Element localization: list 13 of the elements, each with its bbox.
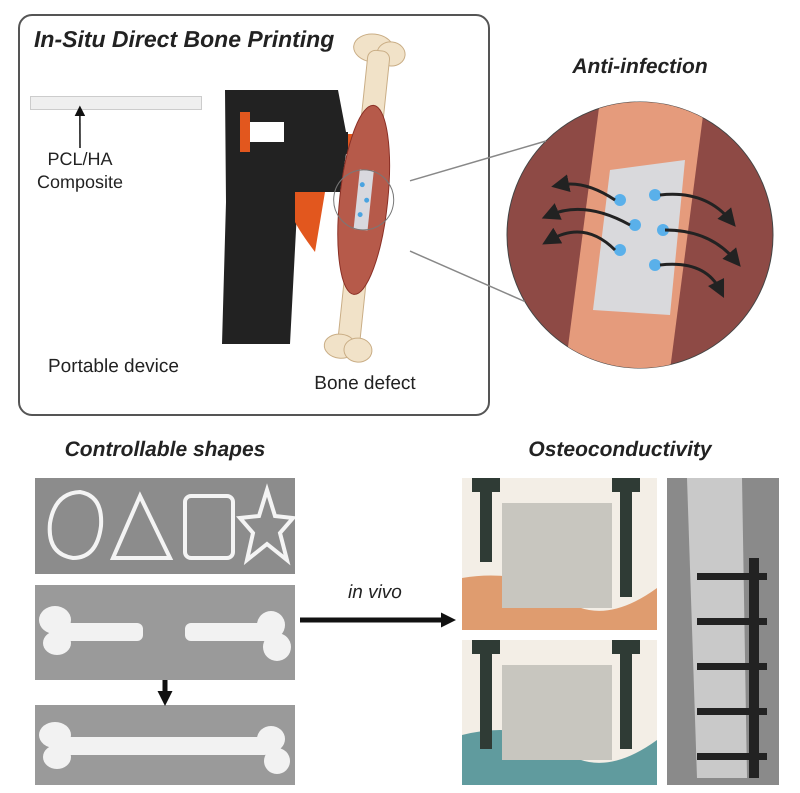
node-label: Bone defect [313,373,417,395]
panel-title: In-Situ Direct Bone Printing [34,26,334,53]
section-heading: Controllable shapes [64,438,266,462]
filament-bar [30,96,202,110]
material-label: PCL/HA Composite [35,148,125,194]
zoom-line [410,250,526,302]
arrow [158,680,172,706]
leader-line [74,106,86,148]
zoom-line [410,140,546,182]
caption: Portable device [48,356,179,378]
panel [18,14,490,416]
section-heading: Anti-infection [571,55,709,79]
section-heading: Osteoconductivity [527,438,714,462]
